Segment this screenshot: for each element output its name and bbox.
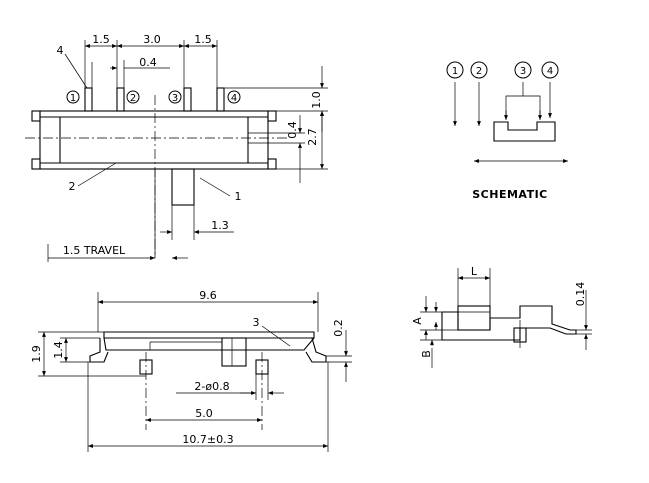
side-leg-right [305, 337, 327, 363]
dim-pitch-mid: 3.0 [143, 33, 161, 46]
dim-pin-height: 1.0 [310, 91, 323, 109]
side-leg-left [89, 338, 109, 363]
dim-l: L [471, 265, 478, 278]
callout-3-leader [261, 325, 291, 347]
callout-2: 2 [69, 180, 76, 193]
dim-holes: 2-ø0.8 [194, 380, 229, 393]
svg-text:4: 4 [547, 66, 553, 77]
side-top-plate [103, 331, 315, 339]
svg-text:1: 1 [452, 66, 458, 77]
dim-height-total: 1.9 [30, 345, 43, 363]
svg-text:1: 1 [70, 93, 76, 104]
schematic-pin-label-2: 2 [470, 61, 488, 79]
callout-1: 1 [235, 190, 242, 203]
dim-slot-height: 0.4 [286, 121, 299, 139]
pin-2 [116, 87, 125, 112]
side-body [103, 337, 315, 351]
mount-tab-bl [31, 158, 41, 170]
svg-text:4: 4 [231, 93, 237, 104]
dim-pin-width: 0.4 [139, 56, 157, 69]
callout-1-leader [199, 177, 231, 197]
callout-4-leader [64, 53, 88, 89]
pin-label-4: 4 [227, 90, 241, 104]
schematic-bridge [505, 95, 541, 118]
dim-pitch-left: 1.5 [92, 33, 110, 46]
pin-4 [216, 87, 225, 112]
actuator-knob [171, 168, 195, 206]
callout-3: 3 [253, 316, 260, 329]
schematic-pin-label-3: 3 [514, 61, 532, 79]
pin-3 [183, 87, 192, 112]
schematic-slider [493, 121, 556, 142]
svg-text:3: 3 [520, 66, 526, 77]
top-view: 1 2 3 4 1.5 3.0 1.5 [25, 33, 328, 262]
svg-text:2: 2 [476, 66, 482, 77]
mount-tab-br [267, 158, 277, 170]
dim-height-body: 1.4 [52, 341, 65, 359]
svg-text:3: 3 [172, 93, 178, 104]
pin-1 [84, 87, 93, 112]
switch-body-outline [39, 110, 269, 170]
schematic-title: SCHEMATIC [472, 188, 548, 201]
callout-2-leader [77, 162, 117, 187]
callout-4: 4 [57, 44, 64, 57]
dim-length: 9.6 [199, 289, 217, 302]
schematic-pin-label-4: 4 [541, 61, 559, 79]
end-upper-block [457, 305, 491, 331]
dim-b: B [420, 350, 433, 358]
mount-tab-tr [267, 110, 277, 122]
dim-lead-thickness: 0.2 [332, 319, 345, 337]
mount-tab-tl [31, 110, 41, 122]
dim-overall-length: 10.7±0.3 [182, 433, 233, 446]
side-view: 9.6 10.7±0.3 5.0 2-ø0.8 1.9 1.4 0.2 [30, 289, 352, 452]
svg-text:2: 2 [130, 93, 136, 104]
dim-a: A [411, 317, 424, 325]
dim-pitch-right: 1.5 [194, 33, 212, 46]
dim-body-height: 2.7 [306, 128, 319, 146]
dim-thickness: 0.14 [574, 282, 587, 307]
pin-label-2: 2 [126, 90, 140, 104]
end-view: L A B 0.14 [411, 265, 592, 368]
schematic: 1 2 3 4 SCHEMATIC [446, 61, 568, 201]
side-actuator-knob [221, 337, 247, 367]
dim-hole-pitch: 5.0 [195, 407, 213, 420]
pin-label-3: 3 [168, 90, 182, 104]
schematic-pin-label-1: 1 [446, 61, 464, 79]
end-body [441, 305, 577, 341]
dim-knob-width: 1.3 [211, 219, 229, 232]
dim-travel: 1.5 TRAVEL [63, 244, 126, 257]
pin-label-1: 1 [66, 90, 80, 104]
